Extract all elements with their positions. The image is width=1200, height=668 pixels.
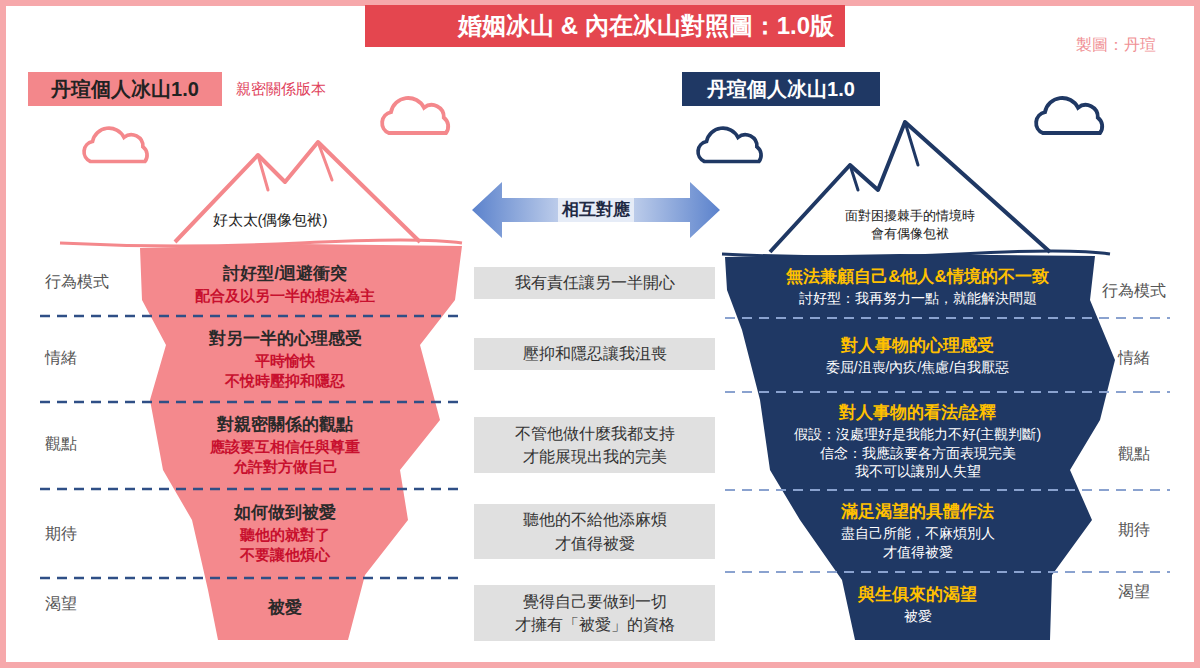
layer-text: 假設：沒處理好是我能力不好(主觀判斷)	[794, 425, 1041, 444]
layer-text: 盡自己所能，不麻煩別人 才值得被愛	[838, 524, 998, 562]
row-label: 期待	[45, 523, 77, 545]
cloud	[698, 128, 761, 161]
row-label: 期待	[1118, 519, 1150, 541]
row-label: 觀點	[45, 433, 77, 455]
iceberg-caption: 好太太(偶像包袱)	[213, 210, 328, 230]
row-label: 情緒	[1118, 347, 1150, 369]
layer-divider	[725, 391, 1170, 393]
layer-divider	[40, 488, 462, 491]
peak-crease	[258, 142, 332, 190]
iceberg-layer: 與生俱來的渴望被愛	[760, 575, 1075, 635]
cloud	[382, 98, 448, 133]
layer-text: 對人事物的心理感受	[841, 335, 994, 358]
mapping-box: 覺得自己要做到一切 才擁有「被愛」的資格	[474, 585, 715, 641]
layer-text: 無法兼顧自己&他人&情境的不一致	[786, 266, 1049, 289]
cloud	[84, 128, 147, 161]
layer-text: 對另一半的心理感受	[209, 328, 362, 351]
mapping-box: 我有責任讓另一半開心	[474, 267, 715, 299]
layer-divider	[725, 317, 1170, 319]
row-label: 渴望	[1118, 581, 1150, 603]
page-frame	[3, 3, 1197, 665]
title-text: 婚姻冰山 & 內在冰山對照圖：1.0版	[458, 10, 752, 42]
arrow-label: 相互對應	[558, 198, 634, 223]
layer-text: 討好型：我再努力一點，就能解決問題	[799, 289, 1037, 308]
layer-text: 配合及以另一半的想法為主	[195, 286, 375, 306]
tag-text: 丹瑄個人冰山1.0	[51, 76, 199, 103]
layer-divider	[40, 401, 462, 404]
mapping-box: 不管他做什麼我都支持 才能展現出我的完美	[474, 417, 715, 473]
title-banner: 婚姻冰山 & 內在冰山對照圖：1.0版	[365, 5, 845, 47]
iceberg-peak	[770, 122, 1050, 252]
iceberg: 面對困擾棘手的情境時 會有偶像包袱無法兼顧自己&他人&情境的不一致討好型：我再努…	[722, 198, 1117, 645]
iceberg-layer: 討好型/迴避衝突配合及以另一半的想法為主	[150, 255, 420, 315]
layer-text: 聽他的就對了 不要讓他煩心	[237, 525, 333, 566]
row-label: 渴望	[45, 593, 77, 615]
row-label: 行為模式	[45, 271, 109, 293]
layer-text: 與生俱來的渴望	[858, 584, 977, 607]
mapping-text: 我有責任讓另一半開心	[515, 271, 675, 294]
layer-text: 委屈/沮喪/內疚/焦慮/自我厭惡	[826, 358, 1010, 377]
iceberg-layer: 對另一半的心理感受平時愉快 不悅時壓抑和隱忍	[150, 319, 420, 400]
mapping-box: 聽他的不給他添麻煩 才值得被愛	[474, 504, 715, 559]
correspondence-arrow	[472, 182, 720, 238]
iceberg-caption: 面對困擾棘手的情境時 會有偶像包袱	[842, 207, 978, 243]
mapping-text: 覺得自己要做到一切 才擁有「被愛」的資格	[512, 590, 678, 636]
layer-text: 對親密關係的觀點	[217, 414, 353, 437]
layer-divider	[725, 489, 1170, 491]
iceberg-shape	[725, 254, 1115, 640]
row-label: 行為模式	[1102, 280, 1166, 302]
layer-divider	[40, 577, 462, 580]
iceberg-peak	[175, 142, 420, 242]
mapping-text: 聽他的不給他添麻煩 才值得被愛	[520, 508, 670, 554]
iceberg: 好太太(偶像包袱)討好型/迴避衝突配合及以另一半的想法為主對另一半的心理感受平時…	[140, 200, 470, 645]
layer-divider	[40, 315, 462, 318]
title-tag: 丹瑄個人冰山1.0	[682, 72, 880, 106]
subtitle-note: 親密關係版本	[236, 79, 326, 99]
credit-watermark: 製圖：丹瑄	[1076, 34, 1156, 56]
layer-text: 平時愉快 不悅時壓抑和隱忍	[222, 351, 348, 392]
iceberg-layer: 對人事物的心理感受委屈/沮喪/內疚/焦慮/自我厭惡	[760, 322, 1075, 390]
layer-text: 滿足渴望的具體作法	[841, 501, 994, 524]
cloud	[1036, 98, 1102, 133]
layer-text: 被愛	[268, 597, 302, 620]
iceberg-layer: 對親密關係的觀點應該要互相信任與尊重 允許對方做自己	[150, 404, 420, 487]
layer-text: 如何做到被愛	[234, 502, 336, 525]
mapping-text: 不管他做什麼我都支持 才能展現出我的完美	[512, 422, 678, 468]
tag-text: 丹瑄個人冰山1.0	[707, 76, 855, 103]
iceberg-layer: 對人事物的看法/詮釋假設：沒處理好是我能力不好(主觀判斷)信念：我應該要各方面表…	[760, 395, 1075, 488]
layer-text: 應該要互相信任與尊重 允許對方做自己	[207, 437, 363, 478]
iceberg-layer: 無法兼顧自己&他人&情境的不一致討好型：我再努力一點，就能解決問題	[760, 258, 1075, 316]
row-label: 情緒	[45, 347, 77, 369]
layer-divider	[725, 571, 1170, 573]
row-label: 觀點	[1118, 443, 1150, 465]
iceberg-layer: 被愛	[150, 581, 420, 636]
mapping-text: 壓抑和隱忍讓我沮喪	[523, 342, 667, 365]
iceberg-shape	[140, 244, 462, 640]
iceberg-layer: 如何做到被愛聽他的就對了 不要讓他煩心	[150, 491, 420, 576]
mapping-box: 壓抑和隱忍讓我沮喪	[474, 338, 715, 370]
layer-text: 信念：我應該要各方面表現完美 我不可以讓別人失望	[817, 444, 1019, 482]
layer-text: 被愛	[904, 607, 932, 626]
peak-crease	[850, 122, 918, 190]
layer-text: 對人事物的看法/詮釋	[839, 402, 997, 425]
layer-text: 討好型/迴避衝突	[223, 263, 347, 286]
iceberg-layer: 滿足渴望的具體作法盡自己所能，不麻煩別人 才值得被愛	[760, 493, 1075, 570]
title-tag: 丹瑄個人冰山1.0	[28, 72, 222, 106]
